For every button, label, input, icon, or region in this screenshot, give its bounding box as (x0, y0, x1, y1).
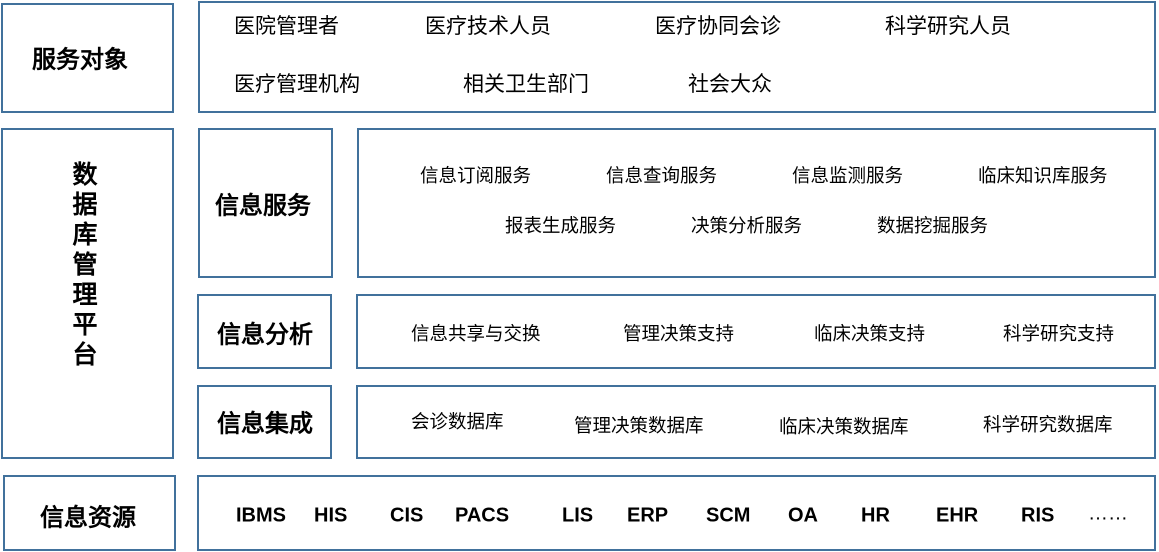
info-service-box (357, 128, 1156, 278)
info-service-item: 信息监测服务 (792, 166, 904, 187)
info-analysis-label-box (197, 294, 332, 369)
info-service-item: 数据挖掘服务 (877, 216, 989, 237)
info-resource-item: SCM (706, 504, 751, 527)
info-resource-item: HIS (314, 504, 348, 527)
info-service-item: 决策分析服务 (691, 216, 803, 237)
info-resource-item: HR (861, 504, 890, 527)
info-resource-item: CIS (390, 504, 424, 527)
info-analysis-item: 管理决策支持 (623, 324, 735, 345)
info-resource-item: RIS (1021, 504, 1055, 527)
info-service-item: 临床知识库服务 (978, 166, 1108, 187)
platform-label-char: 库 (72, 220, 98, 249)
info-resource-item: EHR (936, 504, 979, 527)
info-integration-box (356, 385, 1156, 459)
info-integration-item: 科学研究数据库 (983, 415, 1113, 436)
service-targets-label: 服务对象 (32, 45, 128, 74)
info-integration-label: 信息集成 (217, 409, 313, 438)
info-analysis-item: 临床决策支持 (814, 324, 926, 345)
platform-label-char: 理 (72, 280, 98, 309)
service-target-item: 医院管理者 (234, 14, 339, 38)
info-resources-box (197, 475, 1156, 551)
platform-label-char: 台 (72, 340, 98, 369)
info-service-item: 信息订阅服务 (420, 166, 532, 187)
info-integration-item: 会诊数据库 (411, 412, 504, 433)
info-integration-item: 临床决策数据库 (779, 417, 909, 438)
info-resource-item: OA (788, 504, 818, 527)
service-target-item: 医疗技术人员 (425, 14, 551, 38)
info-integration-label-box (197, 385, 332, 459)
info-analysis-box (356, 294, 1156, 369)
info-resources-label-box (3, 475, 176, 551)
info-service-item: 信息查询服务 (606, 166, 718, 187)
info-service-label: 信息服务 (215, 191, 311, 220)
platform-label-box (1, 128, 174, 459)
service-target-item: 相关卫生部门 (463, 72, 589, 96)
info-service-item: 报表生成服务 (505, 216, 617, 237)
info-resource-item: LIS (562, 504, 594, 527)
platform-label-char: 据 (72, 190, 98, 219)
info-analysis-item: 信息共享与交换 (411, 324, 541, 345)
service-targets-box (198, 1, 1156, 113)
service-targets-label-box (1, 3, 174, 113)
info-resource-item: PACS (455, 504, 510, 527)
info-resource-item: ERP (627, 504, 669, 527)
service-target-item: 科学研究人员 (885, 14, 1011, 38)
platform-label-char: 数 (72, 160, 98, 189)
platform-label: 数 据 库 管 理 平 台 (70, 160, 100, 370)
platform-label-char: 平 (72, 310, 98, 339)
info-resource-more: …… (1088, 502, 1128, 525)
info-resource-item: IBMS (236, 504, 286, 527)
info-integration-item: 管理决策数据库 (574, 416, 704, 437)
service-target-item: 医疗协同会诊 (655, 14, 781, 38)
info-service-label-box (198, 128, 333, 278)
info-resources-label: 信息资源 (40, 503, 136, 532)
service-target-item: 社会大众 (688, 72, 772, 96)
platform-label-char: 管 (72, 250, 98, 279)
service-target-item: 医疗管理机构 (234, 72, 360, 96)
info-analysis-label: 信息分析 (217, 320, 313, 349)
info-analysis-item: 科学研究支持 (1003, 324, 1115, 345)
